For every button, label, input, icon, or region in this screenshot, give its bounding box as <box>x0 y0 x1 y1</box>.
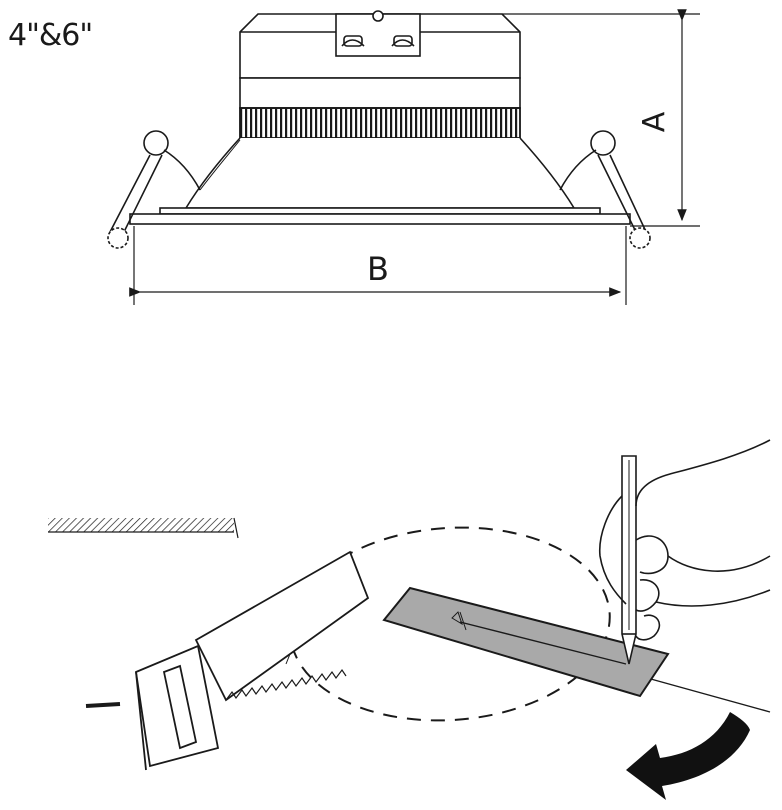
right-spring-clip <box>559 130 651 249</box>
curved-arrow-icon <box>626 712 750 800</box>
pencil-hand-icon <box>598 439 771 665</box>
size-label: 4"&6" <box>8 18 93 53</box>
dimension-a-label: A <box>637 111 672 132</box>
dimension-b-line <box>129 226 627 305</box>
dimension-b-label: B <box>367 250 389 288</box>
downlight-side-view <box>107 9 700 305</box>
saw-icon <box>85 550 370 771</box>
dimension-a-line <box>502 9 700 227</box>
ceiling-panel-icon <box>48 517 239 539</box>
ceiling-template-panel <box>382 586 670 698</box>
floor-line <box>639 675 771 713</box>
left-spring-clip <box>107 130 201 249</box>
